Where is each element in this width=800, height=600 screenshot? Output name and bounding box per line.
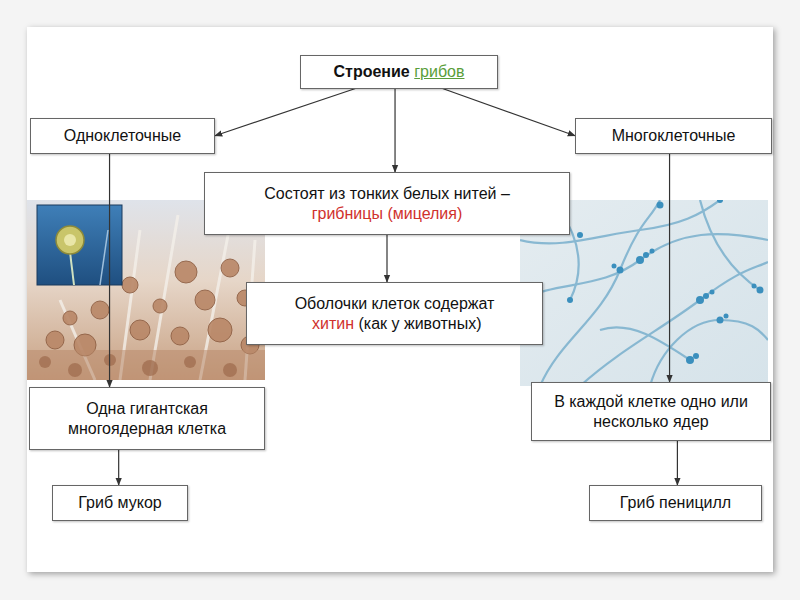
box-text: грибницы (мицелия) <box>213 204 561 224</box>
category-box: Одноклеточные <box>30 118 215 154</box>
arrow-connector <box>677 441 678 485</box>
example-box: Гриб пеницилл <box>589 485 762 521</box>
arrow-connector <box>215 89 355 136</box>
box-text: Гриб пеницилл <box>620 494 731 511</box>
arrow-connector <box>443 89 575 136</box>
box-text: Оболочки клеток содержат <box>255 294 534 314</box>
box-text: грибов <box>414 63 464 80</box>
box-text: Одноклеточные <box>64 127 181 144</box>
box-text: Состоят из тонких белых нитей – <box>213 184 561 204</box>
arrow-connector <box>118 450 119 485</box>
title-box: Строениегрибов <box>300 55 498 89</box>
description-box: Одна гигантская многоядерная клетка <box>29 387 265 450</box>
example-box: Гриб мукор <box>52 485 188 521</box>
box-text: Строение <box>334 63 410 80</box>
description-box: В каждой клетке одно или несколько ядер <box>531 382 771 441</box>
arrow-connector <box>394 89 395 172</box>
feature-box: Состоят из тонких белых нитей –грибницы … <box>204 172 570 235</box>
box-text: В каждой клетке одно или несколько ядер <box>554 393 748 430</box>
arrow-connector <box>109 154 110 387</box>
category-box: Многоклеточные <box>575 118 772 154</box>
feature-box: Оболочки клеток содержатхитин (как у живо… <box>246 282 543 345</box>
arrow-connector <box>386 235 387 282</box>
box-text: Многоклеточные <box>612 127 736 144</box>
arrow-connector <box>669 154 670 382</box>
box-text: Гриб мукор <box>78 494 161 511</box>
box-text: (как у животных) <box>359 315 482 332</box>
box-text: Одна гигантская многоядерная клетка <box>68 400 226 437</box>
box-text: хитин <box>312 315 354 332</box>
